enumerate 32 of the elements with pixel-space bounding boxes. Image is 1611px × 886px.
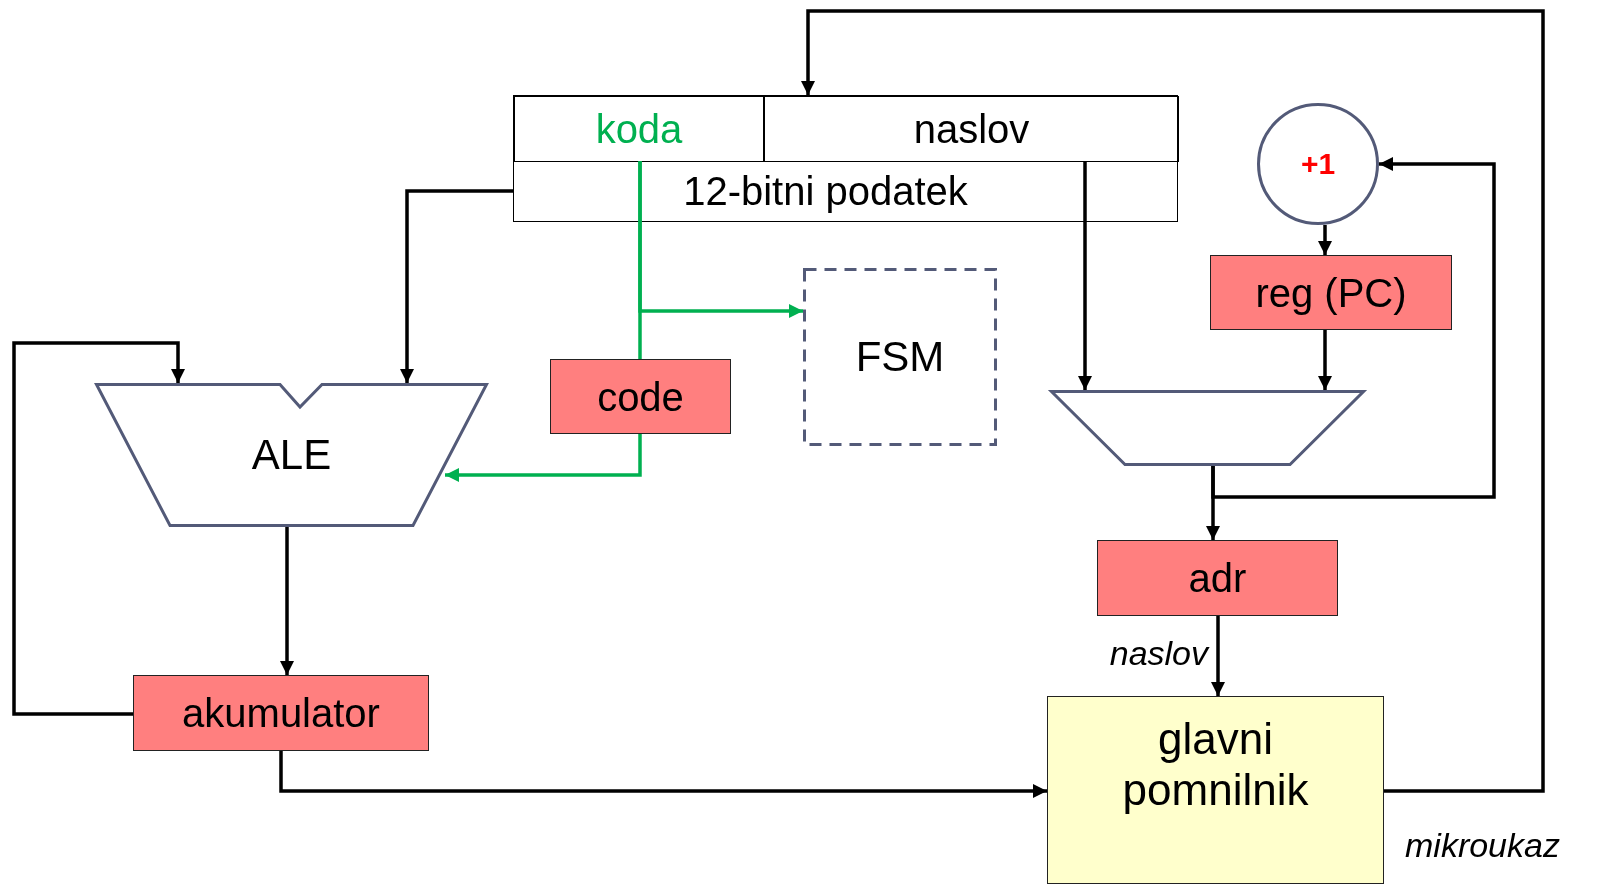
field-label: naslov <box>913 106 1030 152</box>
arrow <box>1318 225 1332 255</box>
incrementer-label: +1 <box>1300 146 1336 182</box>
arrow <box>12 341 185 716</box>
edge-label: naslov <box>1109 634 1208 673</box>
arrow <box>1211 157 1496 499</box>
arrow <box>279 751 1047 798</box>
arrow <box>280 527 294 675</box>
signal-label: mikroukaz <box>1405 826 1560 865</box>
arrow <box>801 9 1545 793</box>
register-field <box>764 96 1179 162</box>
register-box <box>133 675 429 751</box>
register-field <box>514 96 764 162</box>
register-box <box>1210 255 1452 330</box>
arrow <box>1211 616 1225 696</box>
state-machine-label: FSM <box>855 332 945 382</box>
memory-box <box>1047 696 1384 884</box>
arrow <box>445 434 642 482</box>
register-box <box>550 359 731 434</box>
arrow <box>400 189 513 383</box>
field-label: 12-bitni podatek <box>683 167 968 214</box>
box-label: adr <box>1188 555 1247 601</box>
box-label: code <box>597 373 684 420</box>
instruction-register <box>513 95 1178 222</box>
arrow <box>1078 161 1092 390</box>
arrow <box>1318 330 1332 390</box>
box-label: glavni pomnilnik <box>1121 714 1310 816</box>
field-label: koda <box>595 106 683 152</box>
box-label: akumulator <box>182 690 380 736</box>
alu-label: ALE <box>251 430 332 480</box>
register-box <box>1097 540 1338 616</box>
box-label: reg (PC) <box>1255 269 1407 316</box>
